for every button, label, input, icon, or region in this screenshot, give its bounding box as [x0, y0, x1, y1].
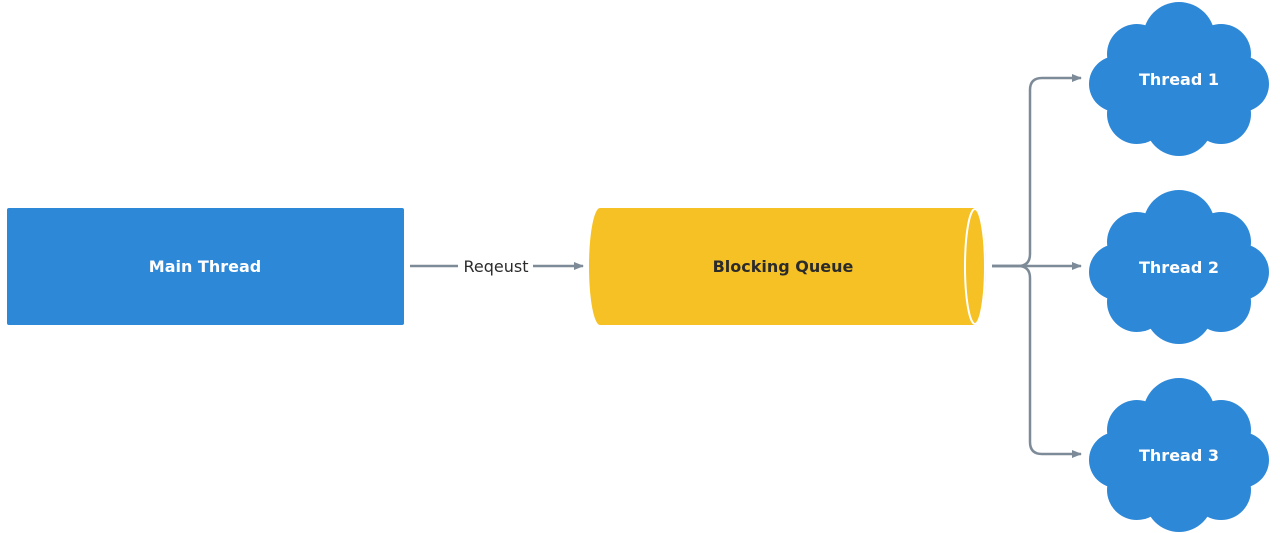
edge-to-thread-1	[992, 74, 1082, 268]
request-edge-label: Reqeust	[464, 257, 529, 276]
thread-2-label: Thread 2	[1139, 258, 1219, 277]
edge-to-thread-3	[992, 264, 1082, 458]
thread-1-label: Thread 1	[1139, 70, 1219, 89]
thread-3-node: Thread 3	[1089, 378, 1269, 532]
blocking-queue-body	[589, 208, 987, 326]
main-thread-box	[7, 208, 404, 325]
thread-3-label: Thread 3	[1139, 446, 1219, 465]
request-edge: Reqeust	[410, 257, 584, 276]
main-thread-label: Main Thread	[149, 257, 261, 276]
fanout-edges	[992, 74, 1082, 458]
blocking-queue-label: Blocking Queue	[713, 257, 854, 276]
blocking-queue-end-cap	[964, 208, 986, 325]
main-thread-node: Main Thread	[7, 208, 404, 325]
thread-2-node: Thread 2	[1089, 190, 1269, 344]
blocking-queue-node: Blocking Queue	[589, 208, 987, 326]
thread-1-node: Thread 1	[1089, 2, 1269, 156]
